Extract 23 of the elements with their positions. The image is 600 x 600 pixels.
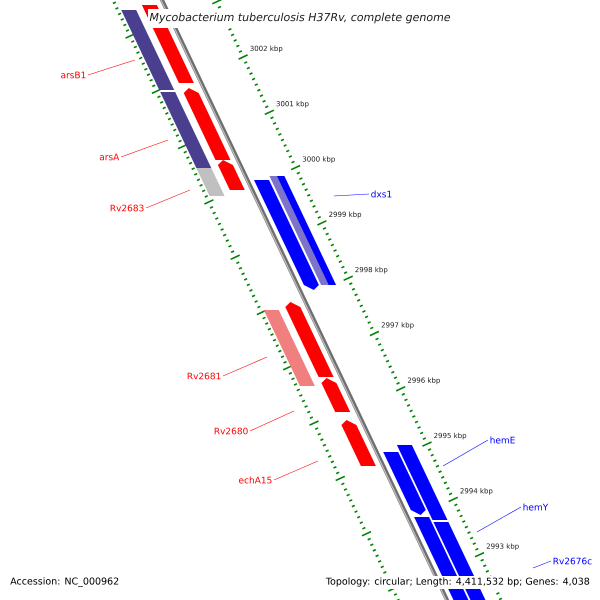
gene-label: hemE [490, 436, 515, 444]
genome-summary: Topology: circular; Length: 4,411,532 bp; Genes: 4,038 [325, 576, 592, 589]
gene-label: echA15 [239, 476, 272, 484]
accession-text: Accession: NC_000962 [10, 577, 118, 587]
leader-line [476, 506, 522, 532]
leader-line [442, 440, 488, 466]
gene-label: dxs1 [371, 190, 392, 198]
title: Mycobacterium tuberculosis H37Rv, complete genome [148, 9, 452, 28]
gene-label: Rv2676c [554, 558, 592, 564]
gene-label: arsB1 [61, 72, 86, 78]
gene-label: hemY [524, 504, 548, 510]
leader-line [334, 194, 370, 196]
gene-label: arsA [100, 154, 120, 160]
leader-line [274, 460, 318, 480]
leader-line [88, 60, 136, 76]
leader-line [146, 190, 190, 208]
leader-line [222, 356, 268, 376]
gene-label: Rv2680 [214, 428, 248, 434]
gene-label: Rv2681 [188, 372, 220, 380]
leader-line [120, 140, 168, 158]
gene-label: Rv2683 [110, 204, 144, 212]
leader-line [532, 560, 552, 568]
leader-line [250, 410, 294, 432]
